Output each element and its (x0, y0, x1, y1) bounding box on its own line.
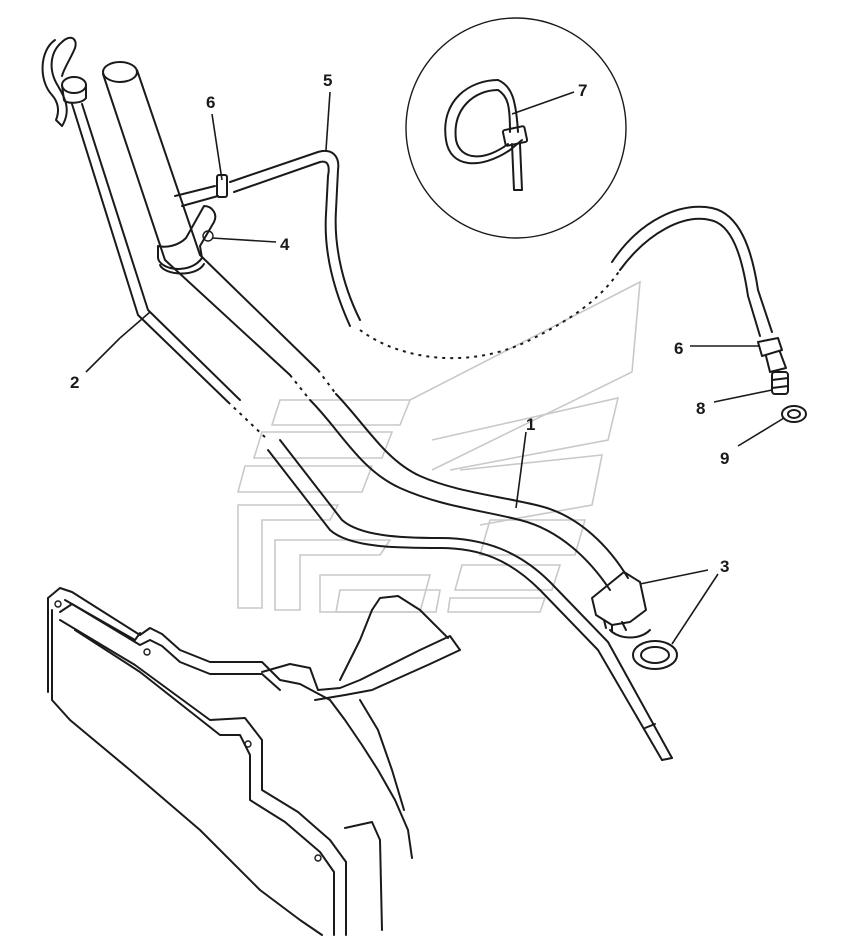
transmission-housing (47, 587, 461, 936)
callout-9: 9 (720, 449, 729, 468)
watermark-logo (236, 280, 641, 613)
callout-1: 1 (526, 415, 535, 434)
callout-5: 5 (323, 71, 332, 90)
breather-hose (174, 150, 773, 360)
dipstick-rod (41, 36, 673, 761)
callout-8: 8 (696, 399, 705, 418)
guide-tube (102, 61, 678, 670)
callout-4: 4 (280, 235, 290, 254)
callout-labels: 1 2 3 4 5 6 6 7 8 9 (70, 71, 729, 576)
breather-fittings (757, 337, 807, 423)
callout-7: 7 (578, 81, 587, 100)
leader-lines (85, 91, 785, 645)
callout-6-top: 6 (206, 93, 215, 112)
callout-6-right: 6 (674, 339, 683, 358)
callout-2: 2 (70, 373, 79, 392)
tube-clamp (157, 205, 217, 275)
callout-3: 3 (720, 557, 729, 576)
cable-tie-detail (405, 17, 627, 239)
